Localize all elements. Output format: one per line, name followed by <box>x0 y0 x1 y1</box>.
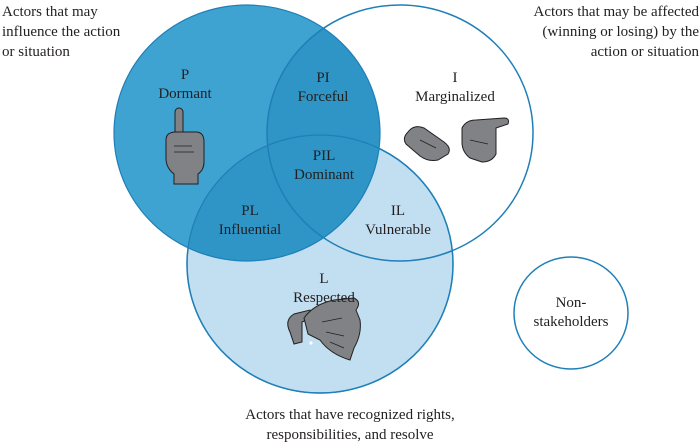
open-palms-hands-icon <box>403 117 509 163</box>
non-stakeholders-circle <box>513 256 629 370</box>
non-stakeholders-label: Non-stakeholders <box>533 295 609 330</box>
interest-circle <box>266 4 534 262</box>
raised-index-finger-hand-icon <box>165 107 205 185</box>
legitimacy-note: Actors that have recognized rights, resp… <box>245 407 455 443</box>
power-legitimacy-overlap <box>187 135 380 261</box>
power-note: Actors that may influence the action or … <box>2 4 121 60</box>
handshake-hands-icon <box>287 297 361 361</box>
interest-note: Actors that may be affected (winning or … <box>533 4 699 60</box>
